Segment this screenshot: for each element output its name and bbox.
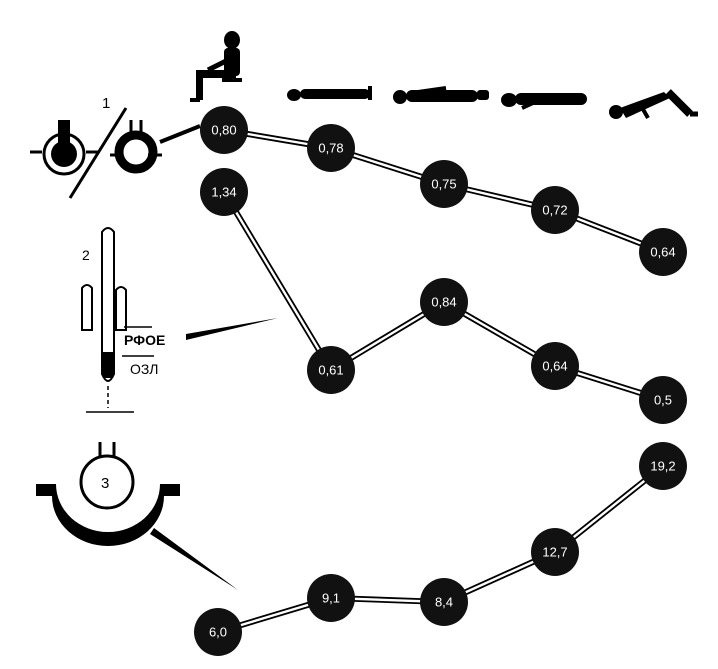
schematic-2: 2 РФОЕ ОЗЛ bbox=[81, 227, 278, 413]
series-row-3: 6,0 9,1 8,4 12,7 19,2 bbox=[194, 442, 687, 656]
person-supine-arms-icon bbox=[393, 86, 489, 104]
bowl-icon bbox=[36, 484, 180, 546]
value-node bbox=[420, 278, 468, 326]
lung-section-open-icon bbox=[110, 120, 162, 174]
label-3: 3 bbox=[101, 475, 109, 492]
pointer-3 bbox=[150, 528, 238, 590]
value-node bbox=[639, 376, 687, 424]
label-2: 2 bbox=[82, 247, 90, 263]
connector-line-core bbox=[222, 191, 333, 371]
value-node-label: 0,72 bbox=[542, 203, 567, 218]
value-node-label: 19,2 bbox=[650, 459, 675, 474]
value-series: 0,80 0,78 0,75 0,72 0,64 1,34 0,61 0,84 0,64 0,5 6… bbox=[194, 106, 687, 656]
right-tube-icon bbox=[115, 286, 127, 331]
person-knee-chest-icon bbox=[609, 89, 698, 119]
pointer-1 bbox=[159, 124, 201, 144]
posture-row bbox=[190, 31, 698, 119]
value-node bbox=[639, 442, 687, 490]
label-1: 1 bbox=[102, 95, 110, 112]
label-ozl: ОЗЛ bbox=[130, 361, 158, 377]
pointer-2 bbox=[186, 318, 278, 340]
person-head-down-icon bbox=[501, 93, 587, 110]
value-node-label: 0,64 bbox=[650, 245, 675, 260]
value-node-label: 0,80 bbox=[211, 123, 236, 138]
value-node-label: 0,61 bbox=[318, 363, 343, 378]
value-node-label: 12,7 bbox=[542, 545, 567, 560]
value-node bbox=[420, 160, 468, 208]
value-node-label: 1,34 bbox=[211, 185, 236, 200]
value-node-label: 6,0 bbox=[209, 625, 227, 640]
value-node-label: 8,4 bbox=[435, 595, 453, 610]
value-node bbox=[200, 106, 248, 154]
value-node bbox=[307, 124, 355, 172]
lung-section-filled-icon bbox=[30, 120, 98, 176]
value-node-label: 9,1 bbox=[322, 591, 340, 606]
value-node bbox=[420, 578, 468, 626]
value-node bbox=[194, 608, 242, 656]
schematic-1: 1 bbox=[30, 95, 201, 199]
person-sitting-icon bbox=[190, 31, 242, 102]
value-node-label: 0,78 bbox=[318, 141, 343, 156]
value-node bbox=[307, 574, 355, 622]
left-tube-icon bbox=[81, 284, 93, 331]
series-row-2: 1,34 0,61 0,84 0,64 0,5 bbox=[200, 168, 687, 424]
label-rfoe: РФОЕ bbox=[124, 332, 165, 348]
person-supine-icon bbox=[287, 86, 372, 101]
divider-slash bbox=[68, 107, 128, 199]
value-node bbox=[200, 168, 248, 216]
value-node bbox=[531, 186, 579, 234]
value-node-label: 0,75 bbox=[431, 177, 456, 192]
value-node-label: 0,64 bbox=[542, 359, 567, 374]
value-node bbox=[531, 528, 579, 576]
value-node-label: 0,5 bbox=[654, 393, 672, 408]
schematic-3: 3 bbox=[36, 442, 238, 590]
value-node bbox=[307, 346, 355, 394]
series-row-1: 0,80 0,78 0,75 0,72 0,64 bbox=[200, 106, 687, 276]
central-tube-icon bbox=[101, 227, 115, 382]
sphere-icon bbox=[79, 454, 135, 510]
value-node bbox=[639, 228, 687, 276]
value-node bbox=[531, 342, 579, 390]
value-node-label: 0,84 bbox=[431, 295, 456, 310]
